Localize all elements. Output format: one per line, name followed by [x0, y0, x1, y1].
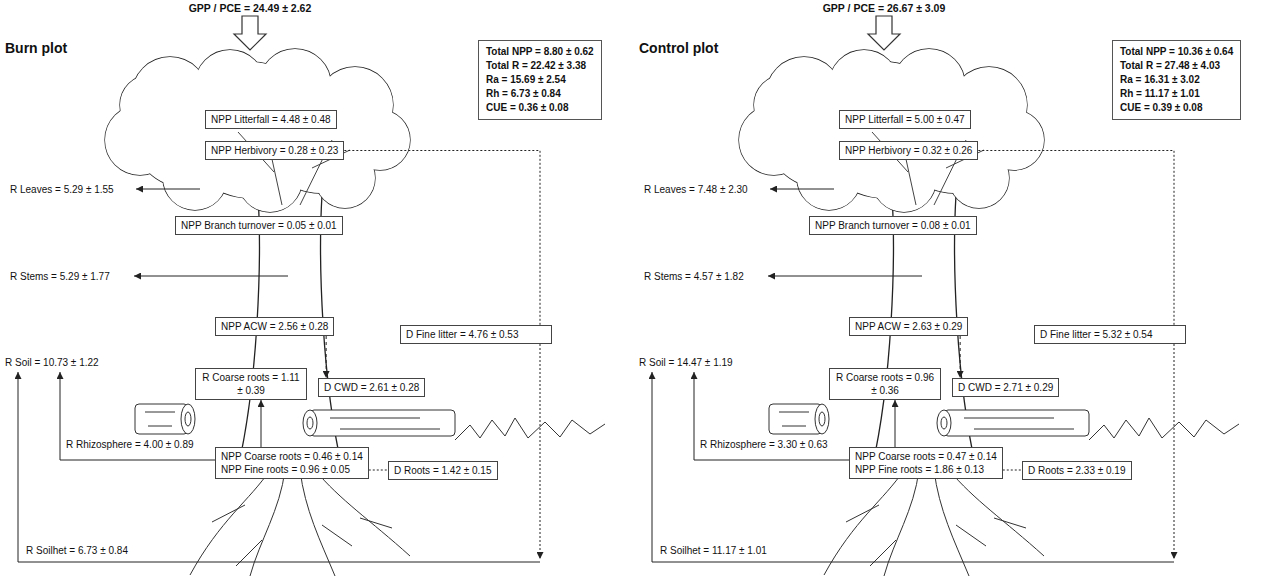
flux-connector [960, 336, 961, 378]
litter-flux-line [1174, 344, 1175, 559]
flux-value: NPP Litterfall = 4.48 ± 0.48 [211, 113, 331, 126]
coarse-woody-debris-box: D CWD = 2.61 ± 0.28 [318, 378, 425, 397]
branch-turnover-box: NPP Branch turnover = 0.08 ± 0.01 [809, 216, 977, 235]
stem-respiration-label: R Stems = 5.29 ± 1.77 [10, 270, 110, 283]
flux-value: D Roots = 1.42 ± 0.15 [394, 464, 492, 477]
flux-connector [978, 151, 1174, 326]
flux-value: NPP ACW = 2.63 ± 0.29 [855, 320, 962, 333]
flux-connector [895, 400, 896, 447]
flux-value: D CWD = 2.61 ± 0.28 [324, 381, 419, 394]
rhizosphere-label: R Rhizosphere = 4.00 ± 0.89 [66, 438, 194, 451]
flux-value: CUE = 0.36 ± 0.08 [486, 101, 594, 115]
litterfall-box: NPP Litterfall = 4.48 ± 0.48 [205, 110, 337, 129]
leaf-respiration-label: R Leaves = 7.48 ± 2.30 [644, 183, 748, 196]
heterotrophic-label: R Soilhet = 11.17 ± 1.01 [660, 544, 767, 557]
flux-value: Rh = 11.17 ± 1.01 [1120, 87, 1233, 101]
rhizosphere-label: R Rhizosphere = 3.30 ± 0.63 [700, 438, 828, 451]
litter-flux-line [540, 344, 541, 559]
flux-value: NPP Branch turnover = 0.05 ± 0.01 [181, 219, 337, 232]
wood-growth-box: NPP ACW = 2.63 ± 0.29 [849, 317, 968, 336]
flux-connector [326, 336, 327, 378]
soil-respiration-label: R Soil = 10.73 ± 1.22 [5, 356, 99, 369]
flux-value: Rh = 6.73 ± 0.84 [486, 87, 594, 101]
coarse-woody-debris-box: D CWD = 2.71 ± 0.29 [952, 378, 1059, 397]
flux-value: NPP Branch turnover = 0.08 ± 0.01 [815, 219, 971, 232]
root-detritus-box: D Roots = 2.33 ± 0.19 [1022, 461, 1132, 480]
fine-litter-box: D Fine litter = 5.32 ± 0.54 [1034, 325, 1186, 344]
root-production-box: NPP Coarse roots = 0.47 ± 0.14NPP Fine r… [849, 447, 1003, 479]
flux-connector [369, 470, 388, 471]
flux-heading: GPP / PCE = 24.49 ± 2.62 [189, 2, 312, 15]
flux-value: Total NPP = 8.80 ± 0.62 [486, 45, 594, 59]
wood-growth-box: NPP ACW = 2.56 ± 0.28 [215, 317, 334, 336]
soil-respiration-label: R Soil = 14.47 ± 1.19 [639, 356, 733, 369]
flux-value: D Roots = 2.33 ± 0.19 [1028, 464, 1126, 477]
flux-value: NPP Coarse roots = 0.46 ± 0.14 [221, 450, 363, 463]
flux-value: CUE = 0.39 ± 0.08 [1120, 101, 1233, 115]
leaf-respiration-label: R Leaves = 5.29 ± 1.55 [10, 183, 114, 196]
flux-value: D Fine litter = 4.76 ± 0.53 [406, 328, 546, 341]
stem-respiration-label: R Stems = 4.57 ± 1.82 [644, 270, 744, 283]
branch-turnover-box: NPP Branch turnover = 0.05 ± 0.01 [175, 216, 343, 235]
flux-value: Total R = 27.48 ± 4.03 [1120, 59, 1233, 73]
coarse-root-respiration-box: R Coarse roots = 1.11 ± 0.39 [195, 368, 307, 400]
flux-value: NPP Litterfall = 5.00 ± 0.47 [845, 113, 965, 126]
coarse-root-respiration-box: R Coarse roots = 0.96 ± 0.36 [829, 368, 941, 400]
flux-value: R Coarse roots = 1.11 ± 0.39 [201, 371, 301, 397]
flux-value: R Coarse roots = 0.96 ± 0.36 [835, 371, 935, 397]
flux-heading: GPP / PCE = 26.67 ± 3.09 [823, 2, 946, 15]
flux-value: NPP Coarse roots = 0.47 ± 0.14 [855, 450, 997, 463]
flux-connector [1003, 470, 1022, 471]
flux-value: NPP Herbivory = 0.28 ± 0.23 [211, 144, 338, 157]
flux-value: Total NPP = 10.36 ± 0.64 [1120, 45, 1233, 59]
flux-value: NPP Herbivory = 0.32 ± 0.26 [845, 144, 972, 157]
soil-heterotrophic-line [652, 562, 1174, 563]
flux-value: Ra = 16.31 ± 3.02 [1120, 73, 1233, 87]
flux-value: NPP Fine roots = 1.86 ± 0.13 [855, 463, 997, 476]
flux-connector [261, 400, 262, 447]
flux-value: NPP ACW = 2.56 ± 0.28 [221, 320, 328, 333]
herbivory-box: NPP Herbivory = 0.28 ± 0.23 [205, 141, 344, 160]
summary-box: Total NPP = 10.36 ± 0.64Total R = 27.48 … [1112, 40, 1241, 120]
burn-tree [18, 16, 605, 576]
summary-box: Total NPP = 8.80 ± 0.62Total R = 22.42 ±… [478, 40, 602, 120]
flux-value: NPP Fine roots = 0.96 ± 0.05 [221, 463, 363, 476]
plot-title: Control plot [639, 40, 718, 57]
flux-connector [344, 151, 540, 326]
heterotrophic-label: R Soilhet = 6.73 ± 0.84 [26, 544, 128, 557]
litterfall-box: NPP Litterfall = 5.00 ± 0.47 [839, 110, 971, 129]
flux-value: Total R = 22.42 ± 3.38 [486, 59, 594, 73]
herbivory-box: NPP Herbivory = 0.32 ± 0.26 [839, 141, 978, 160]
root-production-box: NPP Coarse roots = 0.46 ± 0.14NPP Fine r… [215, 447, 369, 479]
root-detritus-box: D Roots = 1.42 ± 0.15 [388, 461, 498, 480]
soil-heterotrophic-line [18, 562, 540, 563]
flux-value: D CWD = 2.71 ± 0.29 [958, 381, 1053, 394]
flux-value: D Fine litter = 5.32 ± 0.54 [1040, 328, 1180, 341]
flux-value: Ra = 15.69 ± 2.54 [486, 73, 594, 87]
fine-litter-box: D Fine litter = 4.76 ± 0.53 [400, 325, 552, 344]
plot-title: Burn plot [5, 40, 67, 57]
